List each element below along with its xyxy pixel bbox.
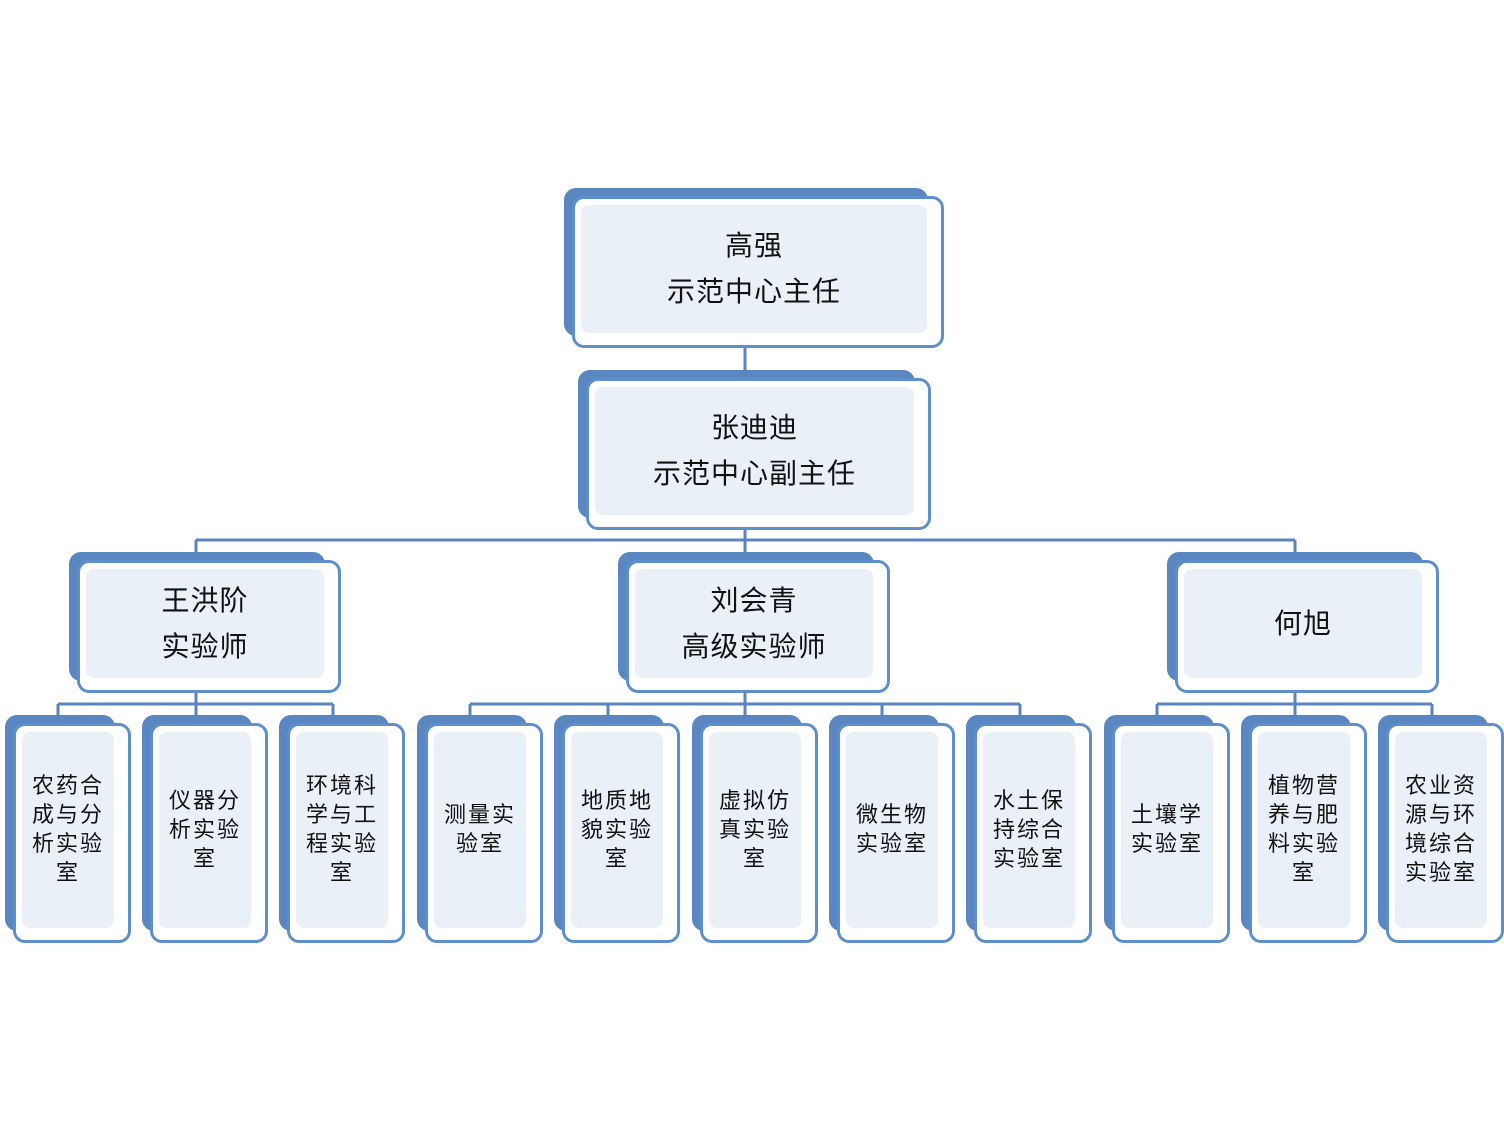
lab-label: 土壤学 实验室 bbox=[1130, 803, 1203, 857]
lab-node-5: 地质地 貌实验 室 bbox=[554, 715, 680, 943]
director-title: 示范中心主任 bbox=[666, 275, 841, 308]
manager-name: 王洪阶 bbox=[161, 583, 249, 617]
manager-name: 刘会青 bbox=[710, 583, 798, 617]
lab-label: 环境科 学与工 程实验 室 bbox=[305, 774, 378, 886]
lab-label: 仪器分 析实验 室 bbox=[168, 788, 241, 872]
lab-node-7: 微生物 实验室 bbox=[829, 715, 955, 943]
manager-title: 实验师 bbox=[161, 629, 249, 663]
lab-node-3: 环境科 学与工 程实验 室 bbox=[279, 715, 405, 943]
manager-title: 高级实验师 bbox=[681, 629, 827, 663]
deputy-name: 张迪迪 bbox=[710, 411, 798, 444]
deputy-node: 张迪迪 示范中心副主任 bbox=[578, 370, 931, 530]
director-node: 高强 示范中心主任 bbox=[564, 188, 944, 348]
manager-node-1: 王洪阶 实验师 bbox=[69, 552, 341, 693]
lab-node-4: 测量实 验室 bbox=[417, 715, 543, 943]
lab-node-6: 虚拟仿 真实验 室 bbox=[692, 715, 818, 943]
manager-node-3: 何旭 bbox=[1167, 552, 1439, 693]
lab-label: 地质地 貌实验 室 bbox=[580, 788, 653, 872]
lab-node-11: 农业资 源与环 境综合 实验室 bbox=[1378, 715, 1504, 943]
lab-label: 微生物 实验室 bbox=[855, 803, 928, 857]
lab-node-8: 水土保 持综合 实验室 bbox=[966, 715, 1092, 943]
lab-label: 测量实 验室 bbox=[443, 803, 516, 857]
manager-node-2: 刘会青 高级实验师 bbox=[618, 552, 890, 693]
lab-label: 农药合 成与分 析实验 室 bbox=[31, 774, 104, 886]
lab-node-1: 农药合 成与分 析实验 室 bbox=[5, 715, 131, 943]
deputy-title: 示范中心副主任 bbox=[652, 457, 856, 490]
director-name: 高强 bbox=[724, 229, 783, 262]
lab-label: 虚拟仿 真实验 室 bbox=[718, 788, 791, 872]
lab-node-9: 土壤学 实验室 bbox=[1104, 715, 1230, 943]
lab-node-10: 植物营 养与肥 料实验 室 bbox=[1241, 715, 1367, 943]
lab-label: 水土保 持综合 实验室 bbox=[992, 788, 1065, 872]
manager-name: 何旭 bbox=[1273, 606, 1332, 640]
lab-label: 农业资 源与环 境综合 实验室 bbox=[1404, 774, 1477, 886]
lab-node-2: 仪器分 析实验 室 bbox=[142, 715, 268, 943]
lab-label: 植物营 养与肥 料实验 室 bbox=[1267, 774, 1340, 886]
